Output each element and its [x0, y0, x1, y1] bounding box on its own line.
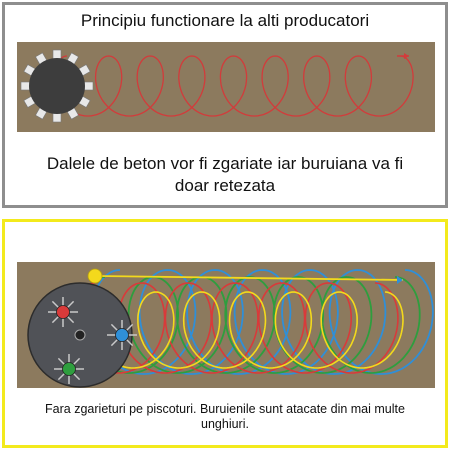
arrow-head: [404, 53, 409, 59]
loop-path: [53, 55, 414, 117]
brush-hub: [56, 305, 70, 319]
bottom-panel: Fara zgarieturi pe piscoturi. Buruienile…: [2, 219, 448, 448]
path-arrow: [96, 275, 404, 281]
loop-path-red: [71, 282, 399, 374]
multi-head-diagram: [17, 262, 435, 388]
arrow-head: [397, 276, 403, 284]
top-panel-title: Principiu functionare la alti producator…: [80, 11, 370, 30]
loop-path-yellow: [91, 291, 404, 369]
brush-hub: [115, 328, 129, 342]
loop-path-blue: [91, 269, 434, 375]
brush-head: [20, 49, 94, 123]
rotor-disc: [27, 268, 137, 388]
single-head-diagram: [17, 42, 435, 132]
hub: [74, 329, 86, 341]
cut-paths: [71, 269, 434, 375]
top-panel: Principiu functionare la alti producator…: [2, 2, 448, 208]
bottom-panel-caption: Fara zgarieturi pe piscoturi. Buruienile…: [45, 402, 405, 431]
cut-path: [53, 53, 414, 117]
yellow-marker: [87, 268, 103, 284]
disc: [29, 58, 85, 114]
brush-hub: [62, 362, 76, 376]
top-panel-caption: Dalele de beton vor fi zgariate iar buru…: [46, 154, 404, 195]
